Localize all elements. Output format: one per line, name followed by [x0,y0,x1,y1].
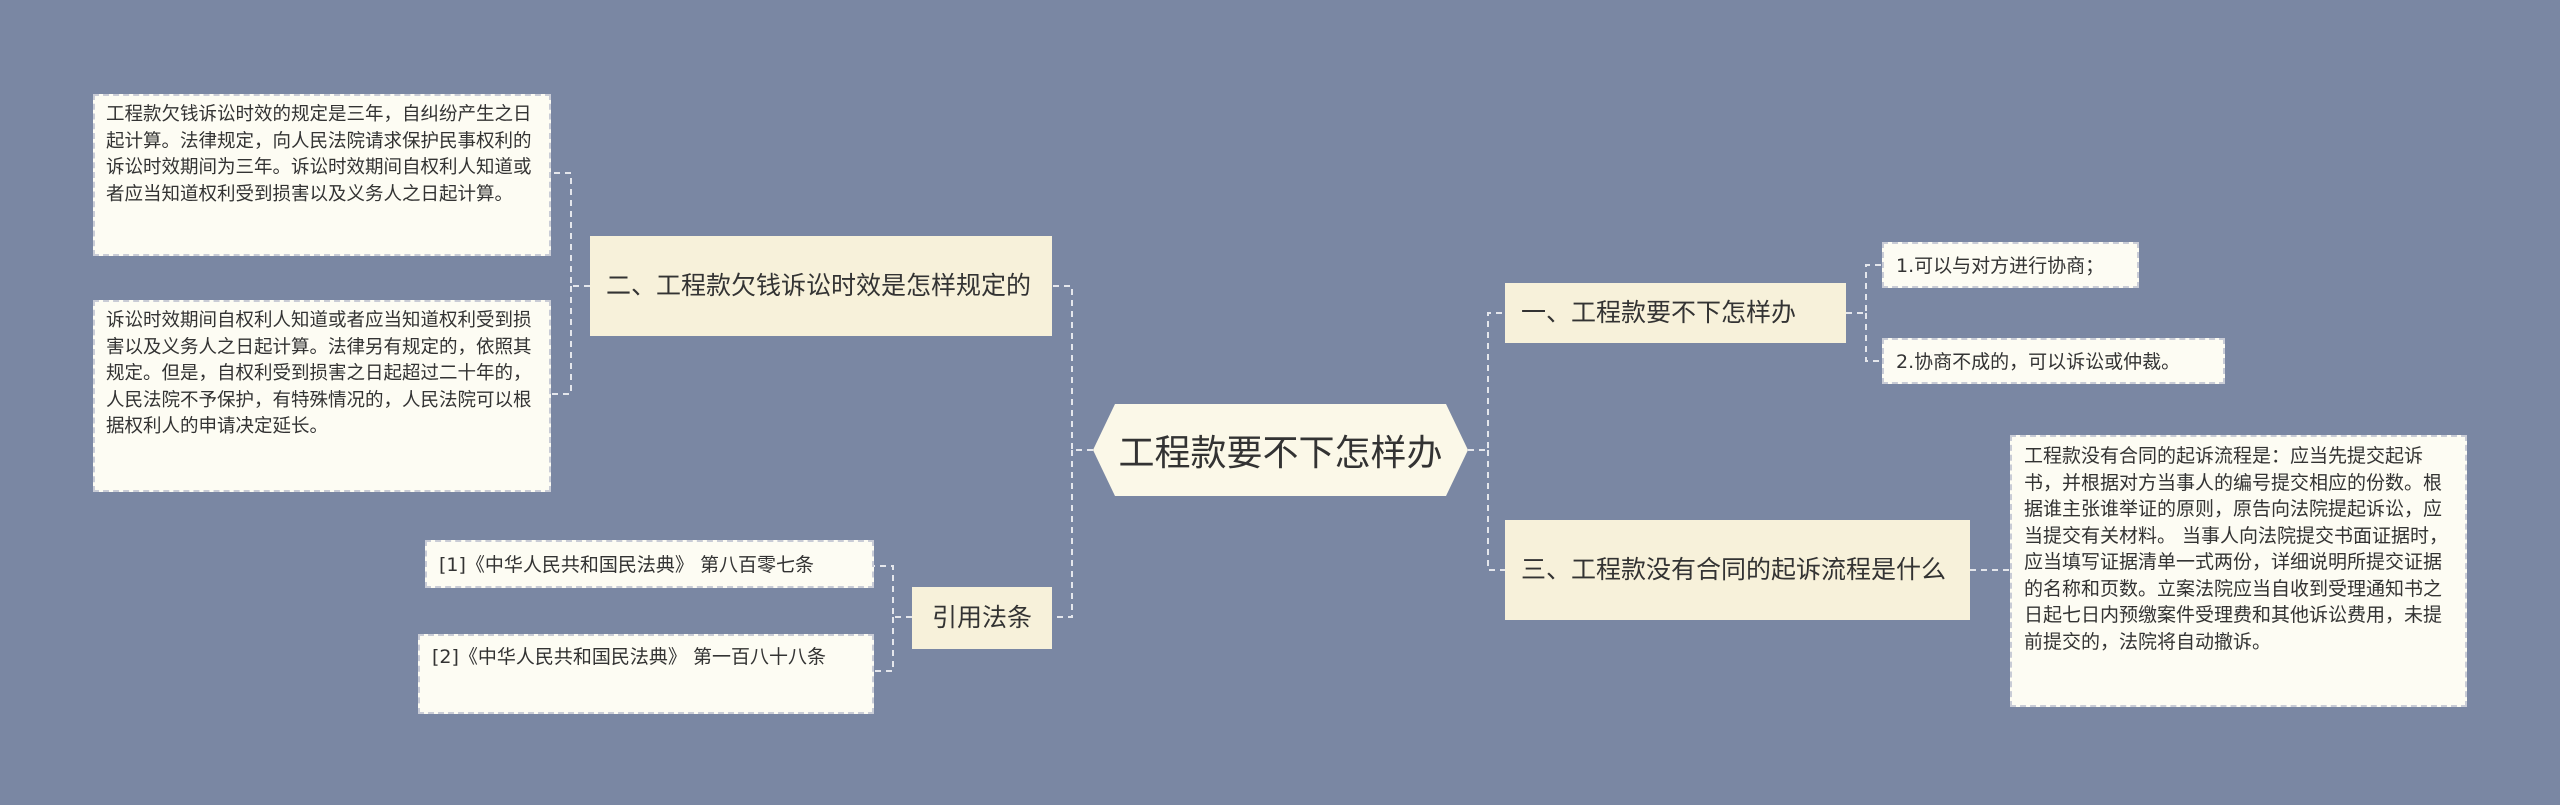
leaf-b3-1-text: 工程款没有合同的起诉流程是：应当先提交起诉书，并根据对方当事人的编号提交相应的份… [2024,445,2449,653]
leaf-b2-2[interactable]: 诉讼时效期间自权利人知道或者应当知道权利受到损害以及义务人之日起计算。法律另有规… [93,300,551,492]
root-topic[interactable]: 工程款要不下怎样办 [1093,404,1468,496]
branch-topic-3[interactable]: 三、工程款没有合同的起诉流程是什么 [1505,520,1970,620]
connector-root-b1 [1468,312,1505,451]
leaf-b2-1-text: 工程款欠钱诉讼时效的规定是三年，自纠纷产生之日起计算。法律规定，向人民法院请求保… [106,104,532,205]
leaf-b4-2[interactable]: [2]《中华人民共和国民法典》 第一百八十八条 [418,634,874,714]
connector-root-b3 [1487,450,1505,571]
leaf-b4-1[interactable]: [1]《中华人民共和国民法典》 第八百零七条 [425,540,874,588]
leaf-b4-1-text: [1]《中华人民共和国民法典》 第八百零七条 [439,554,814,576]
root-topic-label: 工程款要不下怎样办 [1118,433,1443,474]
leaf-b2-1[interactable]: 工程款欠钱诉讼时效的规定是三年，自纠纷产生之日起计算。法律规定，向人民法院请求保… [93,94,551,256]
leaf-b2-2-text: 诉讼时效期间自权利人知道或者应当知道权利受到损害以及义务人之日起计算。法律另有规… [106,310,532,437]
connector-b4-c2 [874,617,894,672]
connector-b1-c2 [1865,313,1882,362]
branch-topic-1[interactable]: 一、工程款要不下怎样办 [1505,283,1846,343]
leaf-b1-1-text: 1.可以与对方进行协商； [1896,255,2105,277]
leaf-b1-2[interactable]: 2.协商不成的，可以诉讼或仲裁。 [1882,338,2225,384]
leaf-b1-2-text: 2.协商不成的，可以诉讼或仲裁。 [1896,351,2181,373]
leaf-b4-2-text: [2]《中华人民共和国民法典》 第一百八十八条 [432,646,826,668]
connector-b2-c2 [551,286,572,395]
branch-topic-3-label: 三、工程款没有合同的起诉流程是什么 [1521,555,1947,584]
leaf-b1-1[interactable]: 1.可以与对方进行协商； [1882,242,2139,288]
connector-b1-c1 [1846,264,1882,314]
connector-b2-c1 [551,172,590,287]
branch-topic-2[interactable]: 二、工程款欠钱诉讼时效是怎样规定的 [590,236,1052,336]
branch-topic-1-label: 一、工程款要不下怎样办 [1521,298,1797,327]
branch-topic-4-label: 引用法条 [931,603,1032,632]
connector-root-b2 [1052,285,1093,451]
leaf-b3-1[interactable]: 工程款没有合同的起诉流程是：应当先提交起诉书，并根据对方当事人的编号提交相应的份… [2010,435,2467,707]
connector-b4-c1 [874,565,912,618]
branch-topic-4[interactable]: 引用法条 [912,587,1052,649]
connector-root-b4 [1052,450,1073,618]
branch-topic-2-label: 二、工程款欠钱诉讼时效是怎样规定的 [606,271,1032,300]
